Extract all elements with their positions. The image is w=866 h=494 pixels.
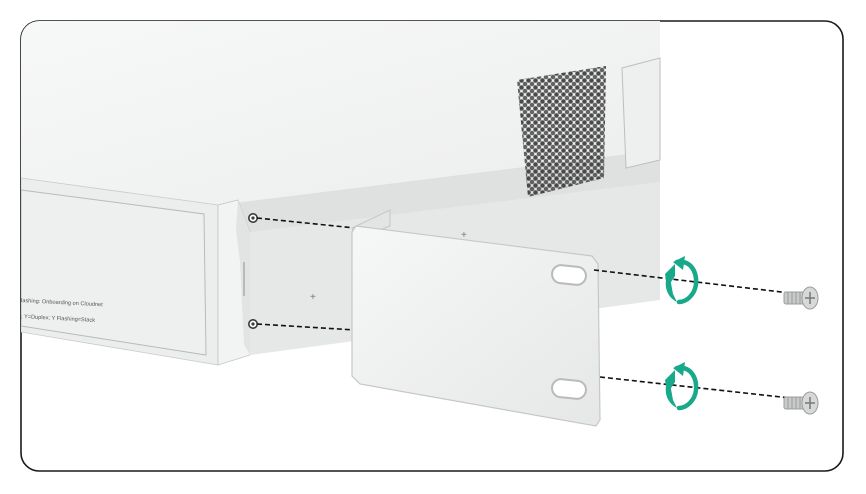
chassis-top	[21, 21, 660, 205]
front-label-plate	[21, 189, 207, 356]
alignment-mark: +	[310, 292, 316, 303]
clockwise-rotate-icon	[665, 362, 699, 411]
side-recess	[621, 57, 661, 169]
bracket-slot-upper	[551, 264, 587, 286]
clockwise-rotate-icon	[665, 256, 699, 305]
guide-line-upper-right	[593, 269, 791, 294]
panel-label-line2: ; Y=Duplex; Y Flashing=Stack	[21, 314, 95, 324]
rack-ear-bracket	[351, 209, 601, 427]
guide-line-upper	[256, 217, 356, 229]
bracket-slot-lower	[551, 378, 587, 400]
screw-icon	[783, 286, 819, 310]
panel-label-line1: lashing: Onboarding on Cloudnet	[21, 298, 103, 308]
screw-icon	[783, 391, 819, 415]
guide-line-lower	[256, 323, 356, 331]
alignment-mark: +	[461, 230, 467, 241]
